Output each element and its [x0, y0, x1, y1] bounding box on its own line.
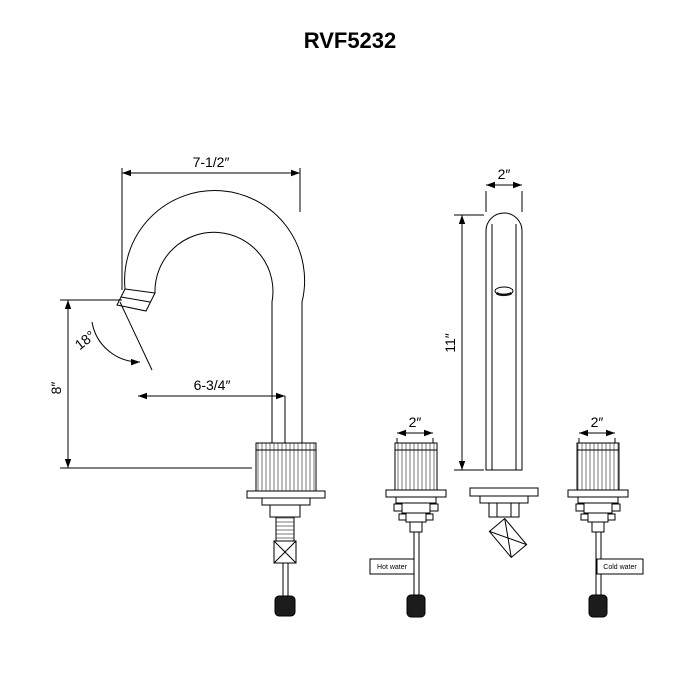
- dimension-hot-width: 2″: [396, 414, 434, 443]
- dim-cold-width-label: 2″: [591, 414, 604, 430]
- mounting-nut: [269, 504, 301, 518]
- hot-handle: 2″ Hot water: [369, 414, 447, 618]
- dim-hot-width-label: 2″: [409, 414, 422, 430]
- angle-arc: [91, 321, 141, 366]
- valve-tab: [425, 513, 434, 521]
- compression-fitting: [273, 540, 297, 564]
- dim-front-width-label: 2″: [498, 166, 511, 182]
- valve-lower-body: [587, 512, 609, 523]
- aerator-line: [120, 296, 151, 303]
- deck-flange: [567, 489, 629, 498]
- deck-flange: [469, 487, 539, 497]
- hose-connector: [406, 594, 426, 618]
- washer: [395, 496, 437, 504]
- knurled-collar: [255, 442, 317, 492]
- cold-water-callout: Cold water: [596, 558, 644, 575]
- valve-lower-body: [405, 512, 427, 523]
- hot-water-callout: Hot water: [369, 558, 415, 575]
- dimension-front-width: 2″: [485, 166, 523, 212]
- dimension-top-width: 7-1/2″: [121, 154, 301, 290]
- valve-tab: [575, 503, 585, 512]
- dim-front-height-label: 11″: [442, 333, 458, 353]
- dimension-height-8: 8″: [48, 299, 252, 469]
- spout-outer-outline: [124, 190, 306, 444]
- dim-height-label: 8″: [48, 382, 64, 395]
- dim-top-width-label: 7-1/2″: [193, 154, 230, 170]
- page-title: RVF5232: [304, 28, 397, 53]
- hot-water-label: Hot water: [377, 564, 408, 571]
- valve-body: [583, 502, 613, 514]
- valve-tab: [607, 513, 616, 521]
- angle-reference-line: [119, 301, 153, 371]
- label-box: [596, 558, 644, 575]
- cold-handle: 2″ Cold water: [567, 414, 644, 618]
- angled-fitting: [488, 517, 528, 559]
- hose-connector: [274, 595, 296, 617]
- valve-tab: [393, 503, 403, 512]
- washer: [577, 496, 619, 504]
- dimension-reach: 6-3/4″: [138, 377, 286, 443]
- fitting-cross-line: [504, 518, 512, 558]
- spout-column: [485, 212, 523, 471]
- spout-inner-outline: [154, 231, 274, 444]
- knurled-handle: [394, 442, 438, 491]
- side-view: 7-1/2″ 18° 8″ 6-3/4″: [48, 154, 326, 617]
- spout-opening-shadow: [495, 291, 513, 297]
- knurled-handle: [576, 442, 620, 491]
- dimension-spout-angle: 18°: [72, 301, 153, 371]
- valve-body: [401, 502, 431, 514]
- dim-reach-label: 6-3/4″: [194, 377, 231, 393]
- washer: [479, 495, 529, 504]
- valve-stem: [591, 521, 605, 533]
- valve-tab: [398, 513, 407, 521]
- hose-connector: [588, 594, 608, 618]
- valve-tab: [611, 503, 621, 512]
- cold-water-label: Cold water: [603, 564, 637, 571]
- dimension-cold-width: 2″: [578, 414, 616, 443]
- threaded-shank: [275, 516, 295, 542]
- mounting-nut: [488, 502, 520, 518]
- label-box: [369, 558, 415, 575]
- washer: [261, 497, 311, 506]
- valve-tab: [580, 513, 589, 521]
- front-view: 2″ 11″: [442, 166, 539, 559]
- fitting-cross-line: [273, 540, 297, 564]
- deck-flange: [385, 489, 447, 498]
- deck-flange: [246, 490, 326, 499]
- valve-tab: [429, 503, 439, 512]
- valve-stem: [409, 521, 423, 533]
- dimension-front-height: 11″: [442, 214, 484, 471]
